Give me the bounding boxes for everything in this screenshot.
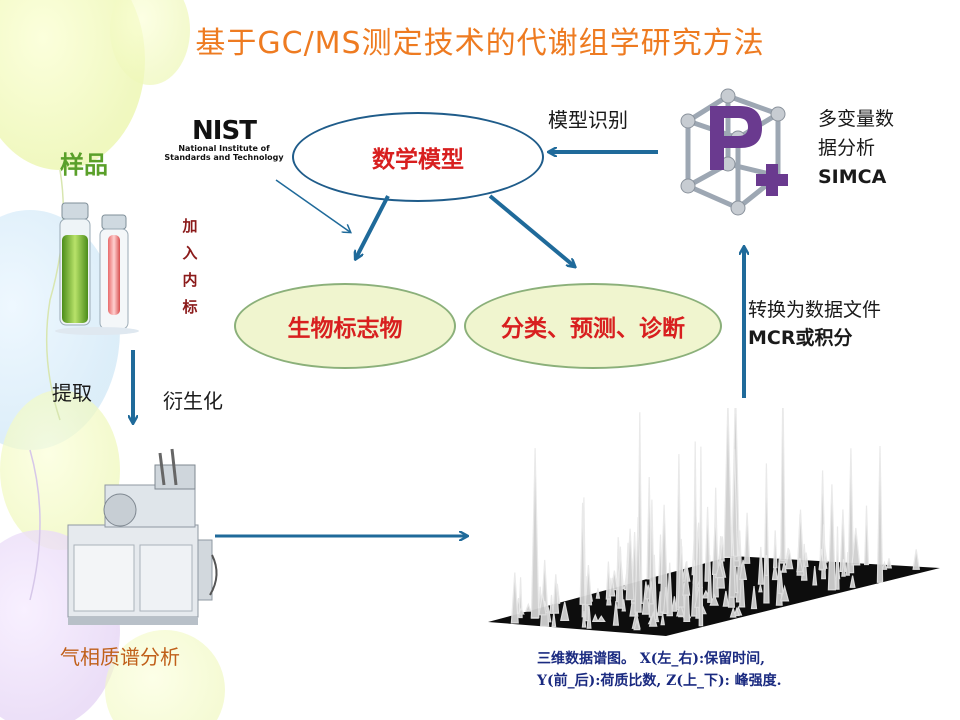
spectrum-peak	[596, 615, 606, 622]
spectrum-peak	[881, 560, 888, 570]
spectrum-peak	[778, 570, 784, 594]
spectrum-peak	[722, 590, 730, 607]
spectrum-peak	[682, 571, 691, 596]
spectrum-peak	[780, 408, 786, 561]
spectrum-peak	[723, 408, 733, 558]
simca-logo	[680, 88, 788, 216]
derivatize-label: 衍生化	[163, 389, 223, 413]
spectrum-peak	[796, 558, 804, 573]
spectrum-peak	[595, 588, 601, 599]
spectrum-peak	[584, 564, 593, 606]
spectrum-peak	[796, 509, 805, 576]
classify-oval: 分类、预测、诊断	[464, 283, 722, 369]
spectrum-peak	[876, 445, 884, 583]
convert-label: 转换为数据文件 MCR或积分	[748, 299, 882, 349]
spectrum-peak	[612, 601, 620, 626]
spectrum-peak	[625, 528, 635, 601]
spectrum-peak	[634, 517, 642, 613]
spectrum-peak	[719, 536, 725, 562]
spectrum-peak	[707, 555, 713, 603]
spectrum-peak	[772, 530, 778, 569]
sample-label: 样品	[60, 151, 108, 179]
spectrum-peak	[784, 549, 794, 570]
spectrum-peak	[714, 560, 725, 579]
spectrum-peak	[538, 593, 547, 616]
spectrum-peak	[849, 575, 856, 588]
spectrum-peak	[731, 449, 739, 557]
spectrum-peak	[835, 526, 840, 590]
spectrum-peak	[551, 612, 557, 628]
spectrum-peak	[733, 606, 740, 617]
spectrum-peak	[912, 549, 921, 570]
gcms-label: 气相质谱分析	[60, 645, 180, 669]
spectrum-peak	[781, 561, 787, 573]
spectrum-peak	[560, 601, 570, 621]
vials-image	[55, 202, 139, 335]
spectrum-peak	[579, 502, 586, 605]
spectrum-peak	[847, 448, 855, 574]
spectrum-peak	[666, 562, 674, 617]
spectrum-peak	[633, 617, 641, 631]
spectrum-peak	[763, 555, 769, 576]
spectrum-peak	[709, 593, 719, 606]
spectrum-peak	[803, 552, 809, 567]
spectrum-peak	[517, 607, 525, 615]
spectrum-peak	[591, 613, 599, 622]
spectrum-peak	[758, 584, 763, 593]
spectrum-peak	[738, 564, 746, 608]
spectrum-peak	[739, 559, 748, 580]
spectrum-3d-image	[488, 408, 940, 636]
spectrum-peak	[648, 610, 658, 627]
spectrum-peak	[676, 600, 685, 617]
spectrum-peak	[677, 538, 685, 608]
spectrum-peak	[886, 558, 893, 569]
spectrum-peak	[617, 546, 624, 609]
spectrum-peak	[845, 551, 850, 576]
spectrum-peak	[851, 527, 861, 566]
spectrum-peak	[540, 559, 550, 627]
gcms-instrument-image	[67, 448, 218, 625]
spectrum-peak	[812, 566, 818, 586]
spectrum-peak	[729, 606, 737, 618]
spectrum-peak	[608, 577, 616, 597]
spectrum-peak	[530, 448, 540, 619]
spectrum-peak	[750, 586, 758, 610]
spectrum-peak	[518, 577, 523, 619]
spectrum-caption: 三维数据谱图。 X(左_右):保留时间, Y(前_后):荷质比数, Z(上_下)…	[537, 651, 782, 689]
page-title: 基于GC/MS测定技术的代谢组学研究方法	[195, 26, 765, 61]
spectrum-peak	[841, 559, 846, 577]
spectrum-peak	[510, 572, 519, 624]
simca-label: 多变量数 据分析 SIMCA	[818, 108, 895, 188]
spectrum-peak	[757, 546, 764, 585]
spectrum-peak	[863, 505, 870, 566]
pattern-recognition-label: 模型识别	[548, 108, 628, 132]
spectrum-peak	[662, 587, 669, 614]
spectrum-peak	[648, 581, 654, 605]
spectrum-peak	[605, 561, 612, 600]
spectrum-peak	[581, 610, 587, 628]
spectrum-peak	[763, 463, 770, 604]
extract-label: 提取	[52, 381, 92, 405]
internal-standard-label: 加 入 内 标	[182, 217, 198, 316]
spectrum-peak	[698, 446, 704, 627]
spectrum-peak	[549, 594, 554, 614]
spectrum-peak	[771, 562, 779, 581]
math-model-oval: 数学模型	[292, 112, 544, 202]
spectrum-peak	[743, 512, 751, 564]
spectrum-peak	[671, 596, 678, 612]
spectrum-peak	[728, 526, 736, 598]
biomarker-oval: 生物标志物	[234, 283, 456, 369]
spectrum-peak	[552, 574, 560, 614]
spectrum-peak	[660, 614, 666, 626]
spectrum-peak	[827, 484, 837, 591]
nist-logo: NIST National Institute of Standards and…	[164, 116, 284, 162]
spectrum-peak	[524, 602, 532, 612]
spectrum-peak	[711, 514, 720, 575]
spectrum-peak	[818, 548, 825, 570]
